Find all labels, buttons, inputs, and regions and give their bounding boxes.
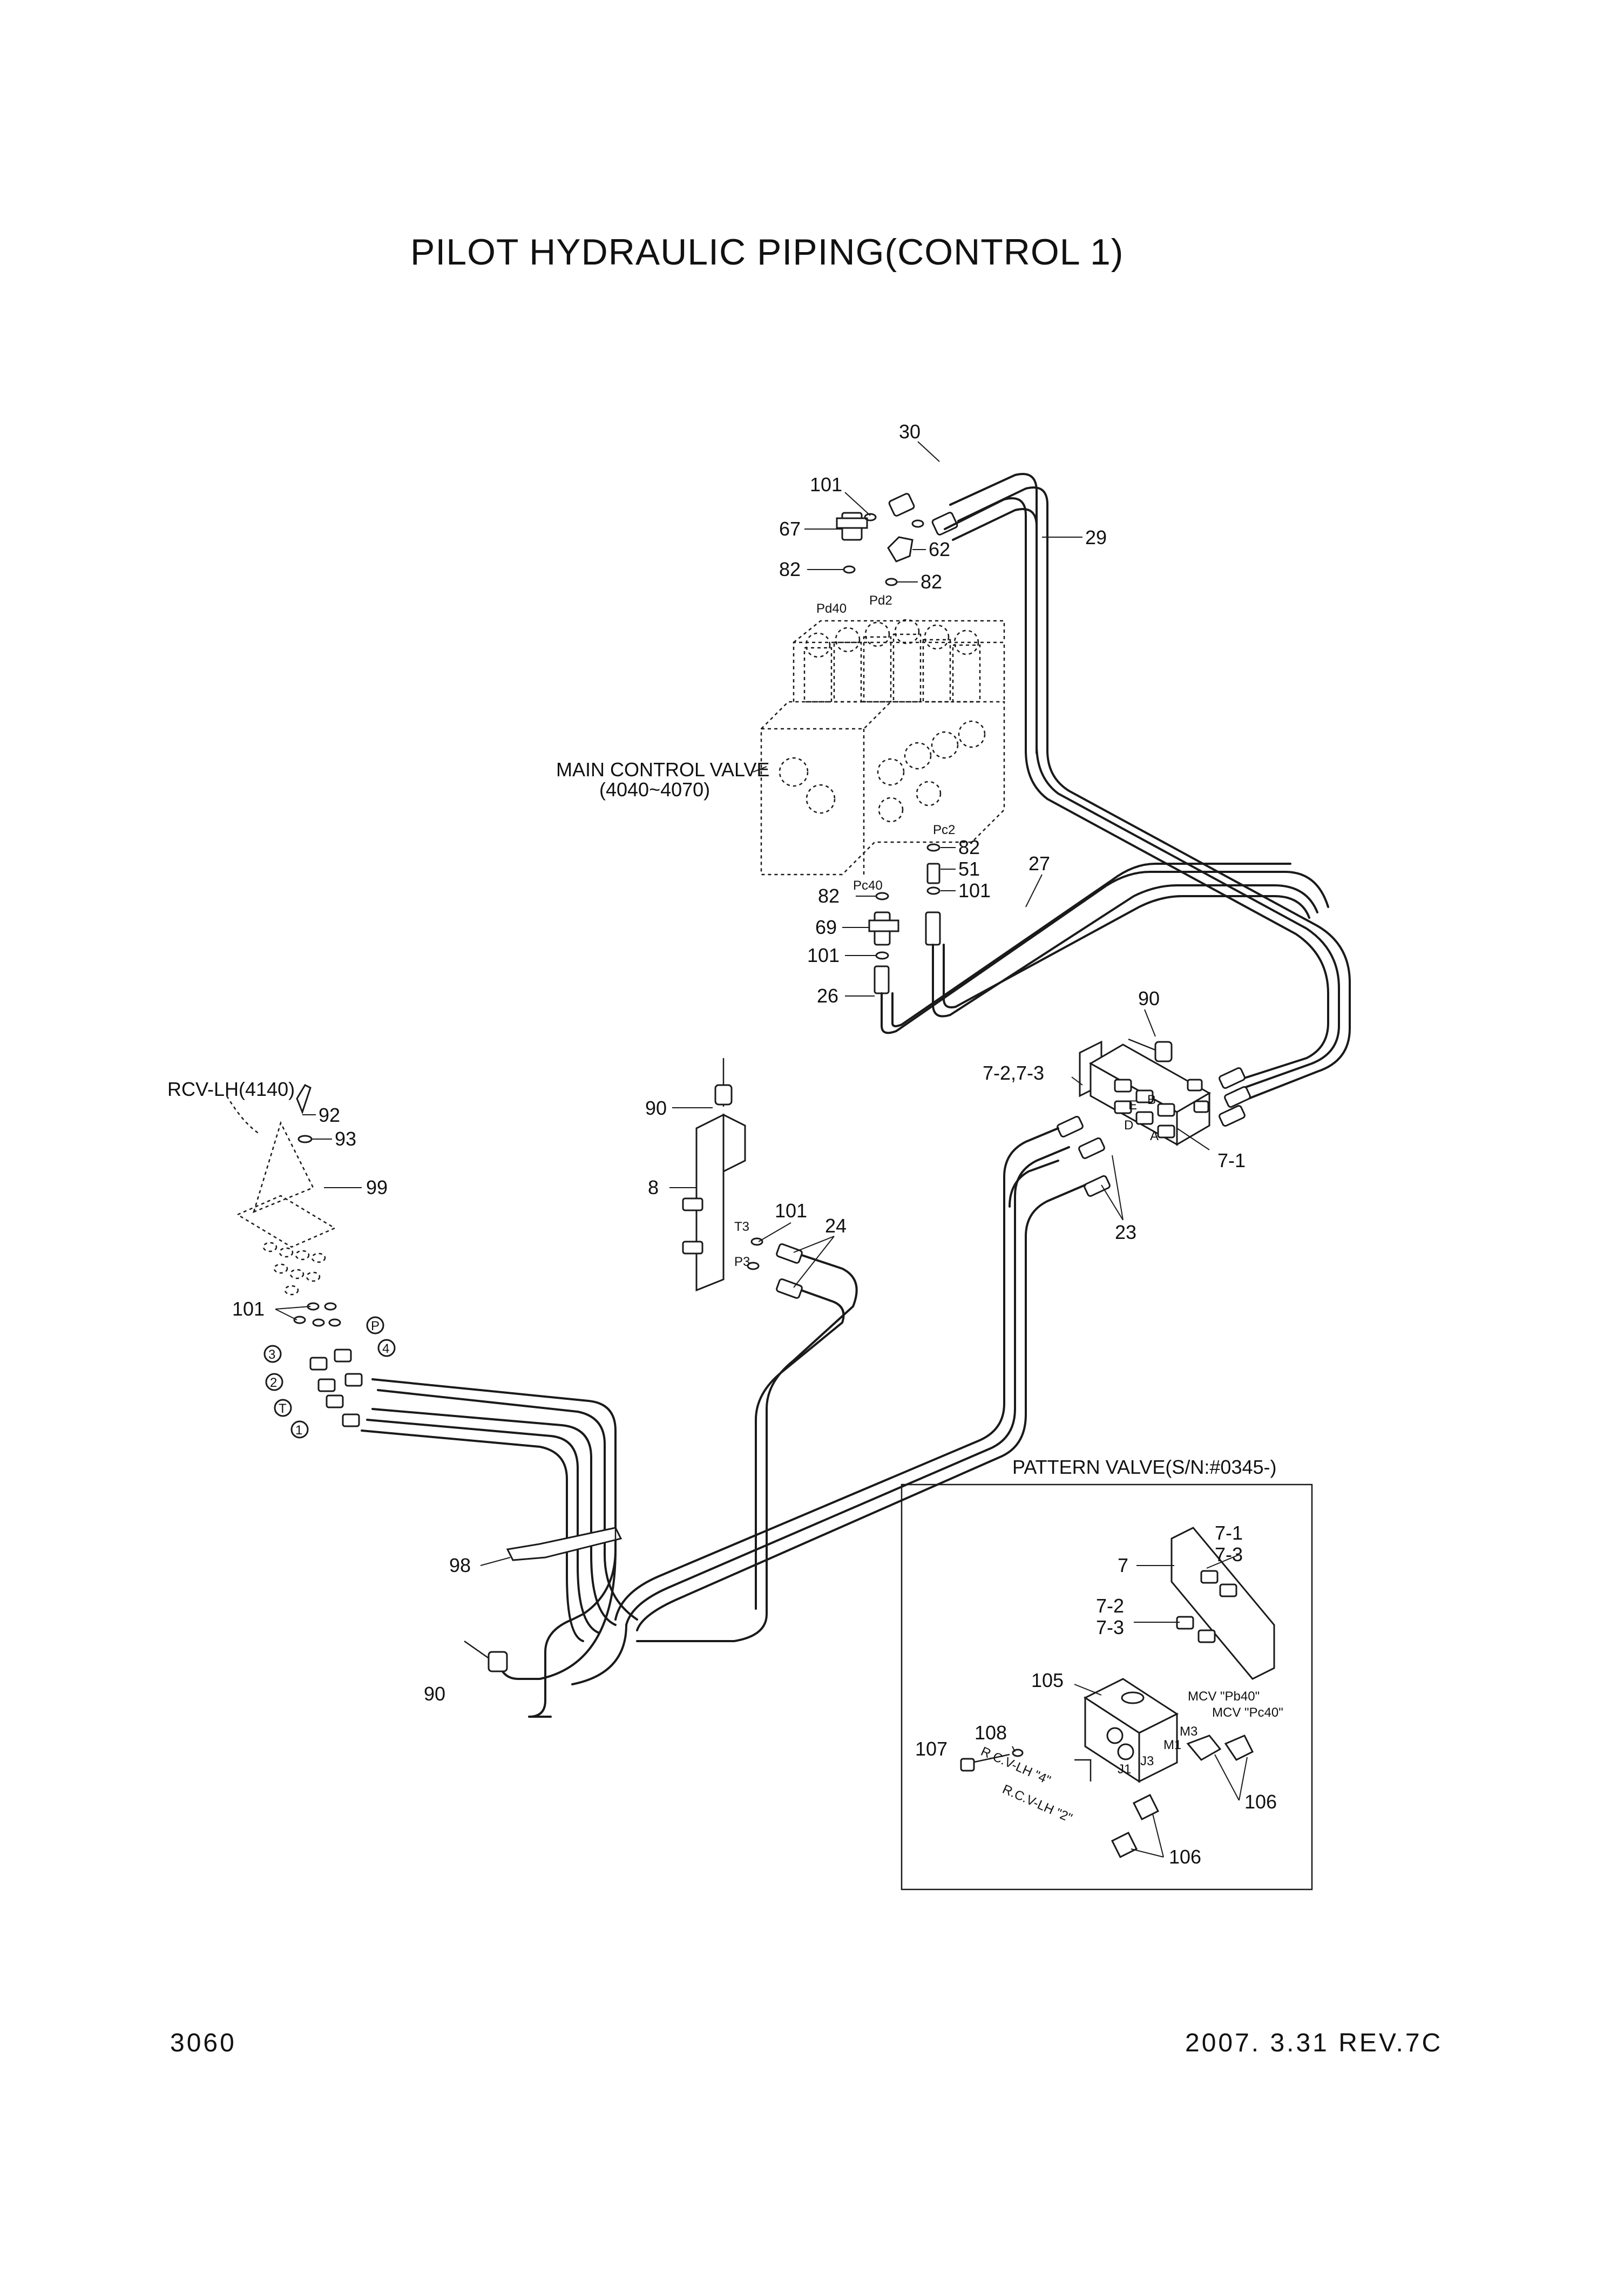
port-m3-label: M3 <box>1180 1724 1197 1739</box>
callout-7-1: 7-1 <box>1217 1149 1246 1171</box>
hose-fittings-30 <box>888 493 958 536</box>
rcv-port-p: P <box>371 1319 380 1333</box>
bolt-90-clamp <box>464 1640 508 1672</box>
port-j3-label: J3 <box>1140 1754 1154 1769</box>
rcv-port-t: T <box>279 1401 287 1416</box>
port-m1-label: M1 <box>1163 1738 1181 1752</box>
port-pc40-label: Pc40 <box>853 878 883 893</box>
callout-leaders <box>275 441 1248 1858</box>
page-number: 3060 <box>170 2029 236 2057</box>
callout-67: 67 <box>779 518 801 540</box>
pattern-valve-label: PATTERN VALVE(S/N:#0345-) <box>1012 1456 1276 1478</box>
hose-27 <box>932 884 1318 1018</box>
hose-24 <box>755 1243 858 1615</box>
fitting-67 <box>836 512 868 541</box>
pattern-valve-inset <box>901 1483 1313 1891</box>
hose-bundle-23 <box>614 1127 1086 1631</box>
rcv-lh-2-label: R.C.V-LH "2" <box>1000 1782 1074 1826</box>
hose-bundle-to-rcv <box>361 1378 768 1718</box>
o-rings-8 <box>747 1237 763 1270</box>
callout-82-pc40: 82 <box>818 885 840 907</box>
fitting-62 <box>887 536 914 563</box>
callout-82-pc2: 82 <box>958 836 980 858</box>
callout-98: 98 <box>449 1554 471 1576</box>
port-e-label: E <box>1128 1098 1137 1113</box>
callout-90-bracket: 90 <box>645 1097 667 1119</box>
callout-pv-7-2: 7-2 <box>1096 1595 1124 1617</box>
callout-pv-7: 7 <box>1118 1554 1128 1576</box>
main-control-valve-label: MAIN CONTROL VALVE <box>556 758 769 781</box>
mcv-pc40-label: MCV "Pc40" <box>1212 1705 1283 1720</box>
o-rings-top <box>843 513 924 586</box>
switch-valve-block-7-1 <box>1079 1040 1212 1146</box>
port-pc2-label: Pc2 <box>933 823 955 837</box>
callout-pv-7-3: 7-3 <box>1215 1543 1243 1566</box>
mcv-pb40-label: MCV "Pb40" <box>1188 1689 1260 1704</box>
port-pd2-label: Pd2 <box>869 593 892 608</box>
callout-93: 93 <box>335 1128 356 1150</box>
port-t3-label: T3 <box>734 1219 749 1234</box>
callout-101-rcv: 101 <box>232 1298 265 1320</box>
callout-24: 24 <box>825 1215 847 1237</box>
callout-27: 27 <box>1028 852 1050 875</box>
hose-26 <box>881 863 1329 1034</box>
callout-29: 29 <box>1085 526 1107 548</box>
port-p3-label: P3 <box>734 1255 750 1269</box>
port-d-label: D <box>1124 1118 1133 1133</box>
port-a-label: A <box>1150 1129 1159 1143</box>
hose-end-26 <box>874 965 890 994</box>
callout-26: 26 <box>817 985 838 1007</box>
callout-101-top: 101 <box>810 473 842 496</box>
fitting-51 <box>926 863 940 884</box>
callout-90-block: 90 <box>1138 987 1160 1010</box>
callout-7-2-7-3: 7-2,7-3 <box>983 1062 1044 1084</box>
o-rings-rcv <box>293 1302 341 1327</box>
callout-108: 108 <box>975 1722 1007 1744</box>
callout-99: 99 <box>366 1176 388 1198</box>
callout-69: 69 <box>815 916 837 938</box>
callout-82-pd2: 82 <box>921 571 942 593</box>
rcv-port-fittings <box>309 1349 363 1427</box>
callout-23: 23 <box>1115 1221 1136 1243</box>
callout-92: 92 <box>319 1104 340 1126</box>
rcv-port-3: 3 <box>268 1347 275 1362</box>
callout-101-pc2: 101 <box>958 879 991 902</box>
callout-8: 8 <box>648 1176 659 1198</box>
hose-29-30 <box>944 473 1351 1102</box>
callout-90-clamp: 90 <box>424 1683 445 1705</box>
rcv-port-1: 1 <box>295 1423 302 1438</box>
callout-101-bracket: 101 <box>775 1200 807 1222</box>
diagram-title: PILOT HYDRAULIC PIPING(CONTROL 1) <box>410 232 1124 273</box>
callout-106-lower: 106 <box>1169 1846 1201 1868</box>
callout-62: 62 <box>929 538 950 560</box>
callout-51: 51 <box>958 858 980 880</box>
hose-fittings-23 <box>1057 1067 1251 1197</box>
callout-106-upper: 106 <box>1244 1791 1277 1813</box>
bolt-90-block <box>1128 1038 1173 1062</box>
callout-82-pd40: 82 <box>779 558 801 580</box>
o-rings-pc2 <box>875 843 940 960</box>
port-j1-label: J1 <box>1118 1762 1131 1777</box>
rcv-lh-label: RCV-LH(4140) <box>167 1078 295 1100</box>
rcv-port-4: 4 <box>382 1342 389 1356</box>
port-pd40-label: Pd40 <box>816 601 847 616</box>
callout-pv-7-3b: 7-3 <box>1096 1616 1124 1638</box>
main-control-valve-range: (4040~4070) <box>599 778 710 801</box>
callout-107: 107 <box>915 1738 948 1760</box>
port-b-label: B <box>1147 1093 1156 1107</box>
rcv-lh-joystick <box>226 1084 336 1296</box>
fitting-69 <box>868 911 899 946</box>
callout-101-pc40: 101 <box>807 944 840 966</box>
bracket-8 <box>682 1058 746 1292</box>
revision-date: 2007. 3.31 REV.7C <box>1185 2029 1443 2057</box>
rcv-port-2: 2 <box>270 1376 277 1390</box>
callout-30: 30 <box>899 421 921 443</box>
callout-pv-7-1: 7-1 <box>1215 1522 1243 1544</box>
callout-105: 105 <box>1031 1669 1064 1691</box>
rcv-port-markers <box>263 1316 396 1439</box>
hose-end-27 <box>925 911 941 946</box>
clamp-98 <box>506 1512 622 1561</box>
main-control-valve <box>760 619 1005 876</box>
